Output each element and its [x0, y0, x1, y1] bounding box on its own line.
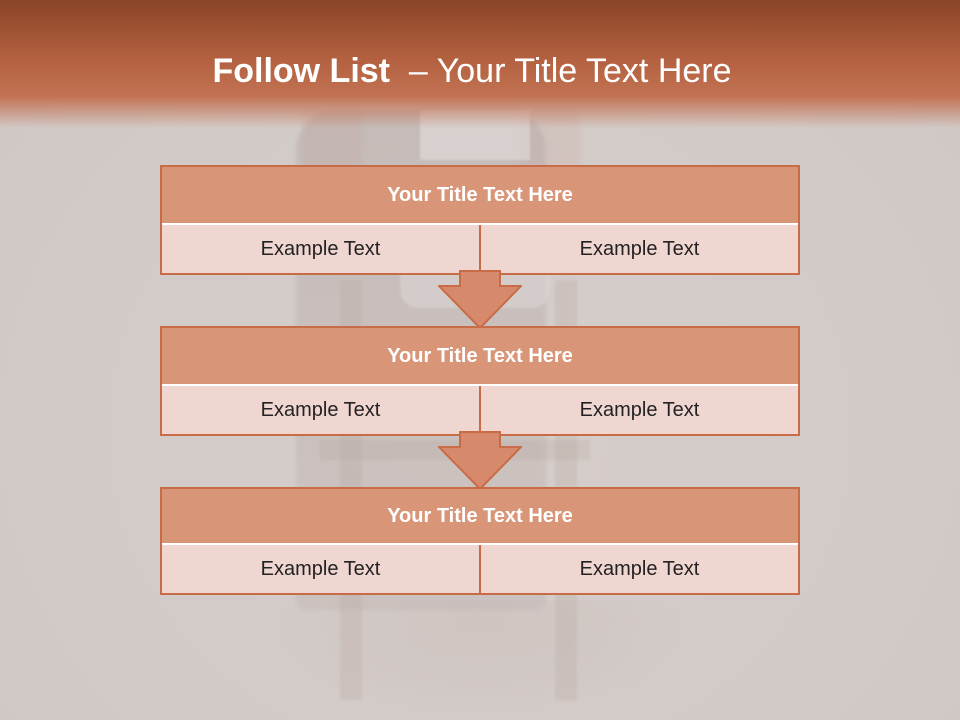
list-block: Your Title Text Here Example Text Exampl…	[160, 487, 800, 595]
block-cell-left: Example Text	[162, 386, 479, 434]
slide-title-bold: Follow List	[212, 52, 391, 90]
block-cell-left: Example Text	[162, 545, 479, 593]
slide-title-rest: Your Title Text Here	[436, 52, 732, 90]
slide-title-separator: –	[408, 52, 428, 90]
block-title: Your Title Text Here	[162, 167, 798, 225]
list-block: Your Title Text Here Example Text Exampl…	[160, 326, 800, 436]
down-arrow-icon	[438, 270, 522, 330]
title-band	[0, 0, 960, 128]
block-cell-right: Example Text	[479, 386, 798, 434]
block-row: Example Text Example Text	[162, 225, 798, 273]
block-cell-right: Example Text	[479, 225, 798, 273]
block-title: Your Title Text Here	[162, 328, 798, 386]
down-arrow-icon	[438, 431, 522, 491]
block-cell-left: Example Text	[162, 225, 479, 273]
block-row: Example Text Example Text	[162, 386, 798, 434]
list-block: Your Title Text Here Example Text Exampl…	[160, 165, 800, 275]
block-row: Example Text Example Text	[162, 545, 798, 593]
slide-title: Follow List – Your Title Text Here	[0, 52, 944, 91]
block-cell-right: Example Text	[479, 545, 798, 593]
block-title: Your Title Text Here	[162, 489, 798, 545]
